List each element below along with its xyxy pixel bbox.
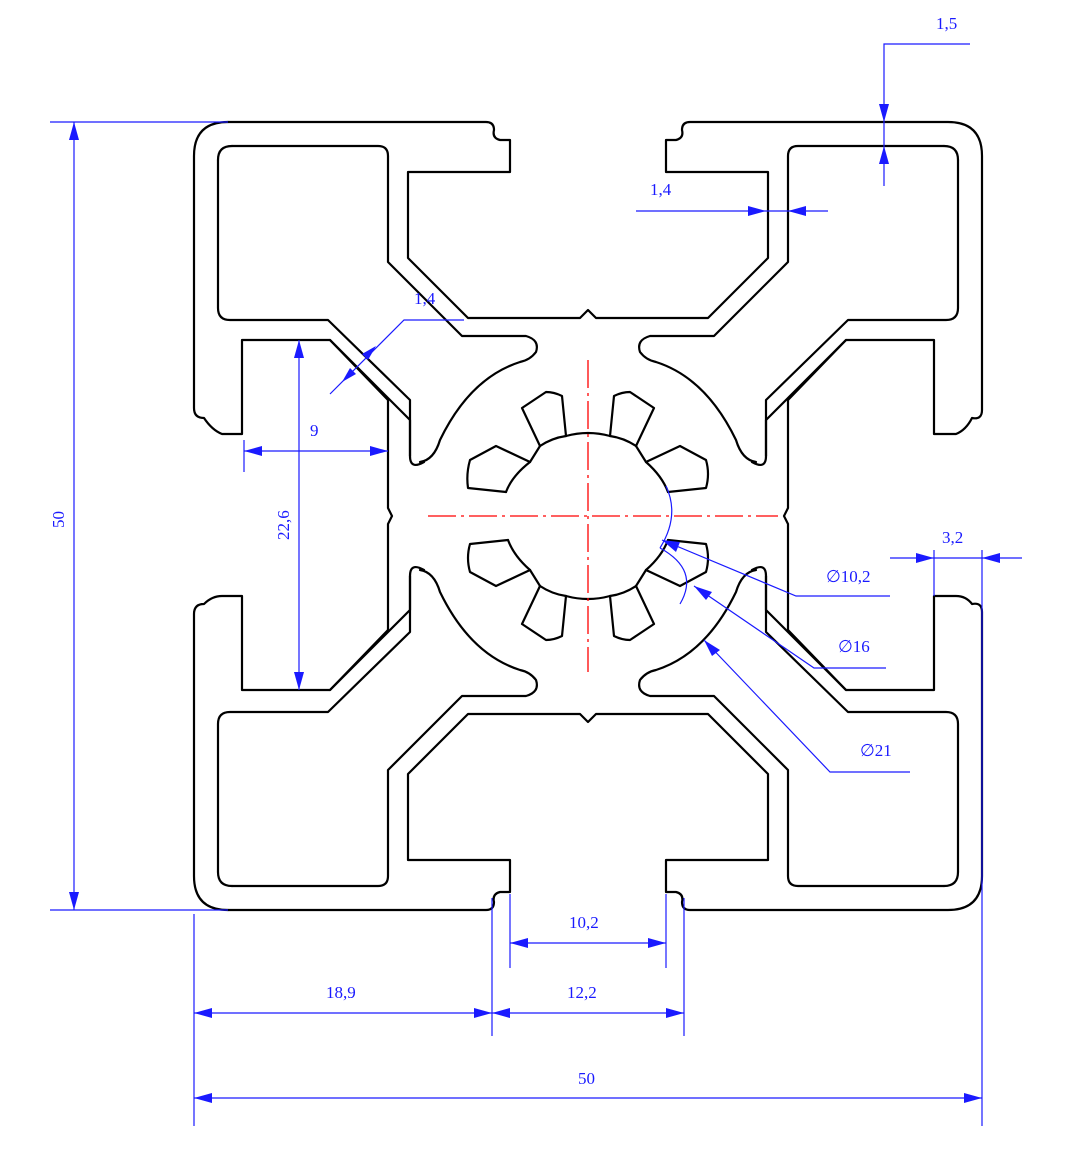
dim-label-overall-width: 50 xyxy=(578,1069,595,1088)
dim-label-offset: 18,9 xyxy=(326,983,356,1002)
dim-top-wall: 1,5 xyxy=(879,14,970,186)
dim-bore-dia: ∅10,2 xyxy=(659,485,890,597)
dim-slot-opening: 10,2 xyxy=(509,894,667,968)
dim-label-bore-dia: ∅10,2 xyxy=(826,567,871,586)
dim-offset-and-slot: 18,9 12,2 xyxy=(193,898,685,1126)
dim-inner-height: 22,6 xyxy=(274,340,304,690)
dim-mid-dia: ∅16 xyxy=(659,547,886,669)
dim-overall-height: 50 xyxy=(49,121,228,911)
dim-label-mid-dia: ∅16 xyxy=(838,637,870,656)
dim-inner-width: 9 xyxy=(243,421,388,472)
dim-label-slot-wall: 1,4 xyxy=(650,180,672,199)
dim-label-lip-width: 3,2 xyxy=(942,528,963,547)
profile-outline xyxy=(192,120,984,912)
centerlines xyxy=(428,360,778,672)
dim-label-slot-width: 12,2 xyxy=(567,983,597,1002)
dim-label-inner-height: 22,6 xyxy=(274,510,293,540)
dim-lip-width: 3,2 xyxy=(890,528,1022,1126)
dimensions: 1,5 1,4 1,4 9 22,6 xyxy=(49,14,1022,1126)
dim-outer-dia: ∅21 xyxy=(703,639,910,773)
dim-diag-wall: 1,4 xyxy=(329,289,464,395)
dim-slot-wall: 1,4 xyxy=(636,180,828,216)
dim-label-overall-height: 50 xyxy=(49,511,68,528)
dim-label-outer-dia: ∅21 xyxy=(860,741,892,760)
dim-label-diag-wall: 1,4 xyxy=(414,289,436,308)
dim-overall-width: 50 xyxy=(194,1069,982,1103)
dim-label-inner-width: 9 xyxy=(310,421,319,440)
dim-label-slot-opening: 10,2 xyxy=(569,913,599,932)
dim-label-top-wall: 1,5 xyxy=(936,14,957,33)
